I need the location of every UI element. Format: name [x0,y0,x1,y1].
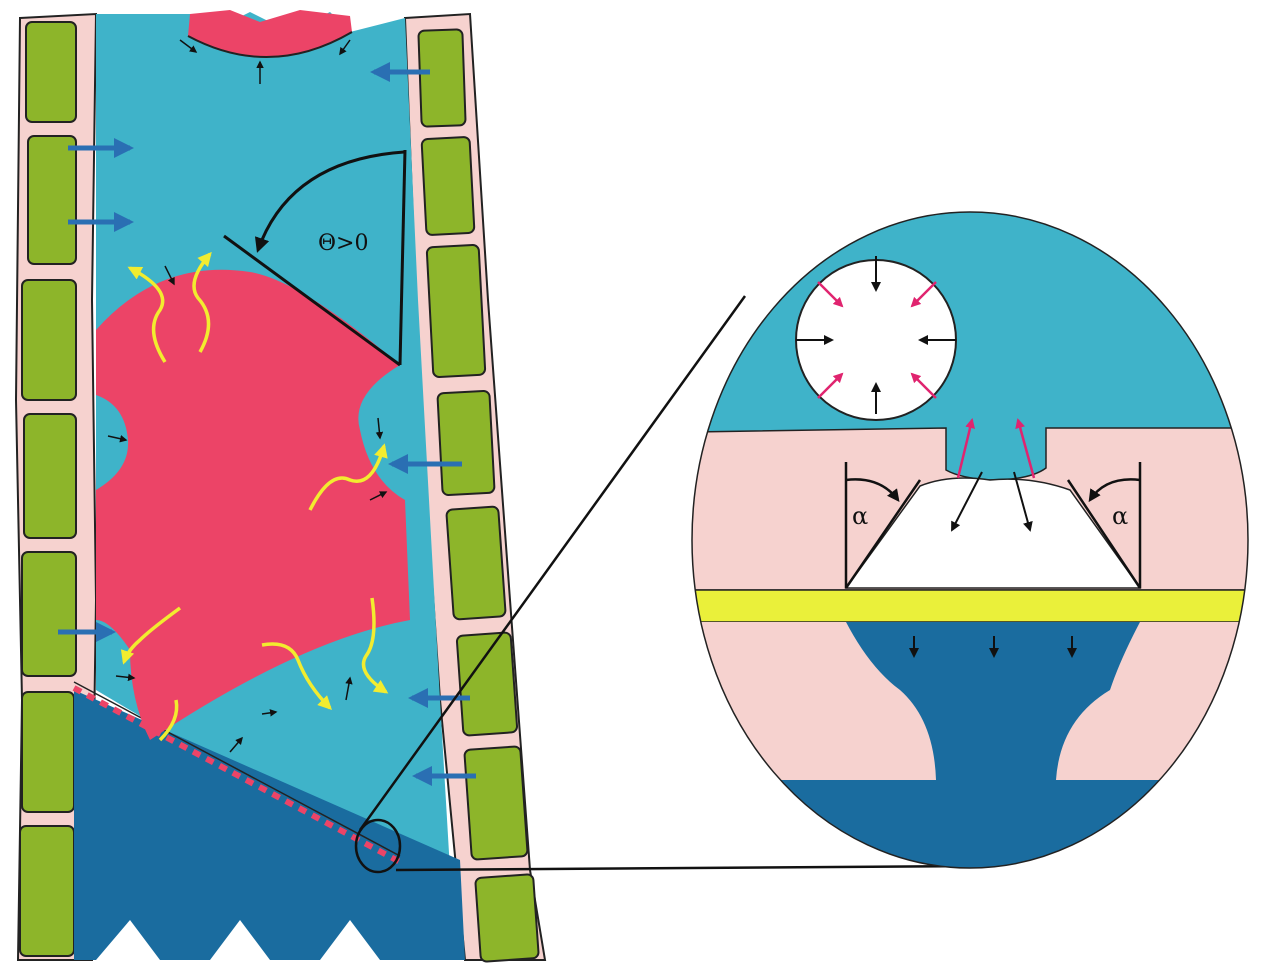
pit-membrane [690,590,1250,622]
alpha-right-label: α [1112,502,1128,530]
xylem-vessel: Θ>0 [16,10,545,962]
alpha-left-label: α [852,502,868,530]
contact-angle-label: Θ>0 [318,231,368,256]
pit-zoom-view [690,210,1250,870]
